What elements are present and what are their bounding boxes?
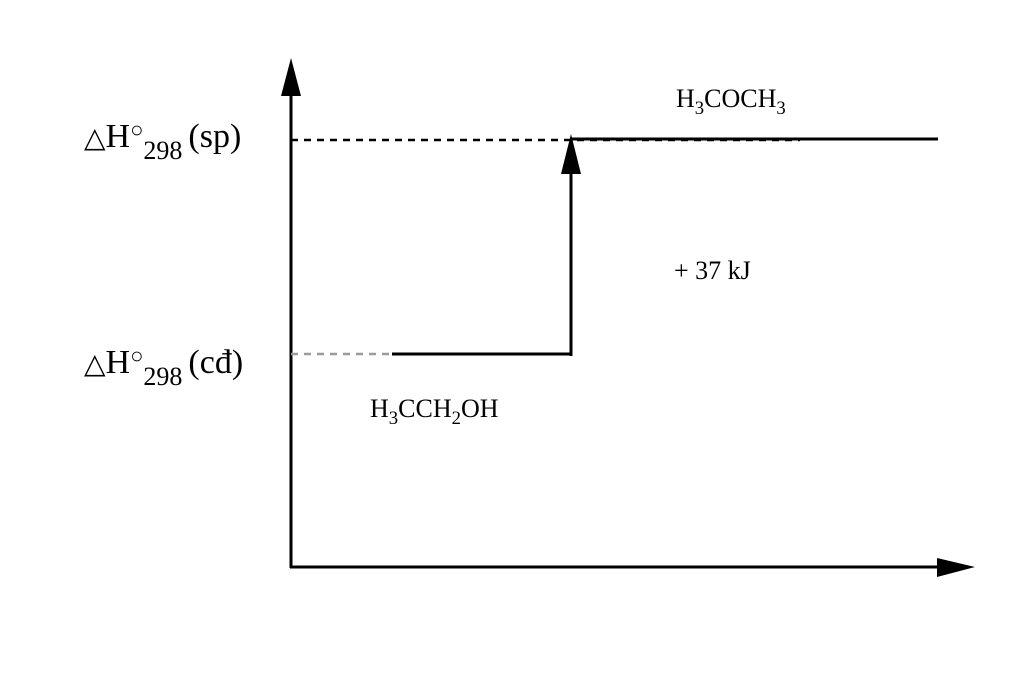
reactant-formula: H3CCH2OH <box>370 394 499 429</box>
enthalpy-symbol: H <box>105 118 131 155</box>
enthalpy-change-label: + 37 kJ <box>674 256 751 285</box>
reactant-tag: (cđ) <box>188 344 244 381</box>
product-formula: H3COCH3 <box>676 84 786 119</box>
x-axis-arrowhead <box>937 558 975 577</box>
standard-state-symbol: ○ <box>130 117 144 143</box>
delta-symbol: △ <box>84 349 106 380</box>
enthalpy-symbol: H <box>105 344 131 381</box>
enthalpy-change-arrowhead <box>561 134 581 174</box>
delta-symbol: △ <box>84 123 106 154</box>
y-axis-arrowhead <box>281 58 301 96</box>
standard-state-symbol: ○ <box>130 343 144 369</box>
reactant-enthalpy-label: △H○298(cđ) <box>84 343 244 390</box>
product-tag: (sp) <box>188 118 242 155</box>
product-enthalpy-label: △H○298(sp) <box>84 117 242 164</box>
temperature-subscript: 298 <box>143 135 183 165</box>
temperature-subscript: 298 <box>143 361 183 391</box>
